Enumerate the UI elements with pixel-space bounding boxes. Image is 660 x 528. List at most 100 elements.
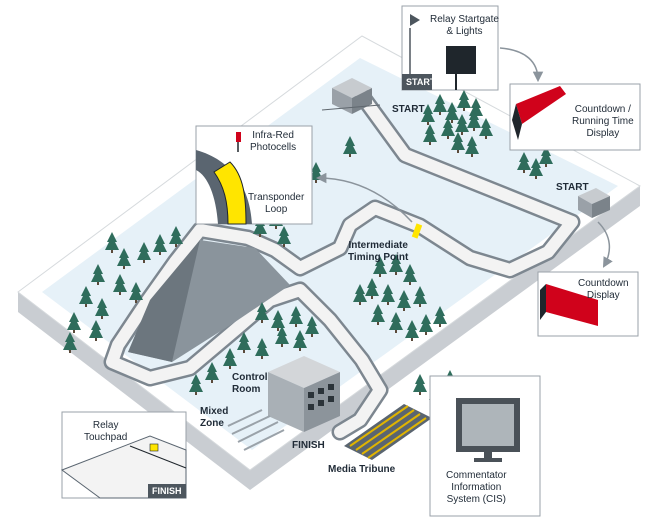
- start-hut-icon: [321, 78, 381, 114]
- tree-icon: [189, 374, 203, 392]
- callout-relay-startgate: [401, 5, 499, 91]
- tree-icon: [413, 286, 427, 304]
- tree-icon: [539, 146, 553, 164]
- tree-trunk: [123, 266, 125, 269]
- tree-trunk: [261, 356, 263, 359]
- tree-icon: [275, 326, 289, 344]
- tree-trunk: [119, 292, 121, 295]
- infrared-title: Infra-Red Photocells: [250, 130, 297, 153]
- tree-icon: [117, 248, 131, 266]
- ski-track: [103, 87, 581, 441]
- tree-trunk: [379, 274, 381, 277]
- tree-icon: [451, 132, 465, 150]
- tree-trunk: [315, 180, 317, 183]
- relay-touchpad-title: Relay Touchpad: [84, 420, 128, 443]
- tree-trunk: [485, 136, 487, 139]
- countdown-running-title: Countdown / Running Time Display: [572, 104, 634, 139]
- callout-countdown-running: [509, 83, 641, 151]
- tree-trunk: [143, 260, 145, 263]
- tree-icon: [95, 298, 109, 316]
- tree-icon: [289, 306, 303, 324]
- tree-trunk: [439, 112, 441, 115]
- tree-trunk: [299, 348, 301, 351]
- mixed-zone-label: Mixed Zone: [200, 406, 229, 429]
- relay-startgate-title: Relay Startgate & Lights: [430, 14, 499, 37]
- tree-trunk: [409, 282, 411, 285]
- tree-icon: [469, 98, 483, 116]
- tree-trunk: [97, 282, 99, 285]
- tree-trunk: [211, 380, 213, 383]
- callout-commentator: [429, 375, 541, 517]
- tree-trunk: [377, 322, 379, 325]
- tree-trunk: [175, 244, 177, 247]
- tree-trunk: [259, 234, 261, 237]
- relay-touchpad-tag: FINISH: [152, 486, 182, 496]
- tree-icon: [371, 304, 385, 322]
- tree-icon: [223, 348, 237, 366]
- tree-icon: [89, 320, 103, 338]
- tree-icon: [465, 136, 479, 154]
- tree-icon: [137, 242, 151, 260]
- tree-trunk: [359, 302, 361, 305]
- tree-icon: [67, 312, 81, 330]
- finish-label: FINISH: [292, 440, 325, 451]
- tree-icon: [113, 274, 127, 292]
- tree-trunk: [395, 330, 397, 333]
- tree-icon: [253, 216, 267, 234]
- start-label-right: START: [556, 182, 589, 193]
- tree-icon: [255, 338, 269, 356]
- tree-trunk: [463, 108, 465, 111]
- intermediate-loop: [411, 223, 423, 239]
- start-label-top: START: [392, 104, 425, 115]
- tree-trunk: [427, 122, 429, 125]
- tree-trunk: [429, 142, 431, 145]
- tree-icon: [433, 94, 447, 112]
- tree-trunk: [473, 128, 475, 131]
- tree-trunk: [439, 324, 441, 327]
- tree-trunk: [451, 120, 453, 123]
- start-hut-icon: [578, 188, 610, 218]
- tree-trunk: [419, 304, 421, 307]
- tree-icon: [237, 332, 251, 350]
- tree-icon: [433, 306, 447, 324]
- tree-trunk: [295, 324, 297, 327]
- tree-icon: [445, 102, 459, 120]
- tree-trunk: [135, 300, 137, 303]
- tree-trunk: [387, 302, 389, 305]
- tree-icon: [413, 374, 427, 392]
- control-room-icon: [268, 356, 340, 432]
- tree-icon: [403, 264, 417, 282]
- countdown-board-icon: [540, 284, 598, 326]
- callout-infrared: [195, 125, 313, 225]
- tree-icon: [169, 226, 183, 244]
- tree-trunk: [229, 366, 231, 369]
- tree-trunk: [425, 332, 427, 335]
- tree-trunk: [523, 170, 525, 173]
- tree-trunk: [261, 320, 263, 323]
- tree-trunk: [311, 334, 313, 337]
- tree-icon: [63, 332, 77, 350]
- tree-trunk: [411, 338, 413, 341]
- tree-icon: [479, 118, 493, 136]
- tree-icon: [467, 110, 481, 128]
- tree-trunk: [69, 350, 71, 353]
- tree-trunk: [545, 164, 547, 167]
- tree-trunk: [277, 328, 279, 331]
- tree-trunk: [195, 392, 197, 395]
- monitor-icon: [456, 398, 520, 462]
- tree-trunk: [395, 272, 397, 275]
- tree-trunk: [101, 316, 103, 319]
- tree-icon: [293, 330, 307, 348]
- relay-startgate-tag: START: [406, 77, 436, 87]
- tree-icon: [271, 310, 285, 328]
- tree-icon: [389, 312, 403, 330]
- tree-icon: [255, 302, 269, 320]
- callout-relay-touchpad: [60, 411, 187, 499]
- tree-icon: [105, 232, 119, 250]
- tree-icon: [373, 256, 387, 274]
- tree-trunk: [403, 308, 405, 311]
- tree-icon: [457, 90, 471, 108]
- tree-icon: [305, 316, 319, 334]
- tree-icon: [205, 362, 219, 380]
